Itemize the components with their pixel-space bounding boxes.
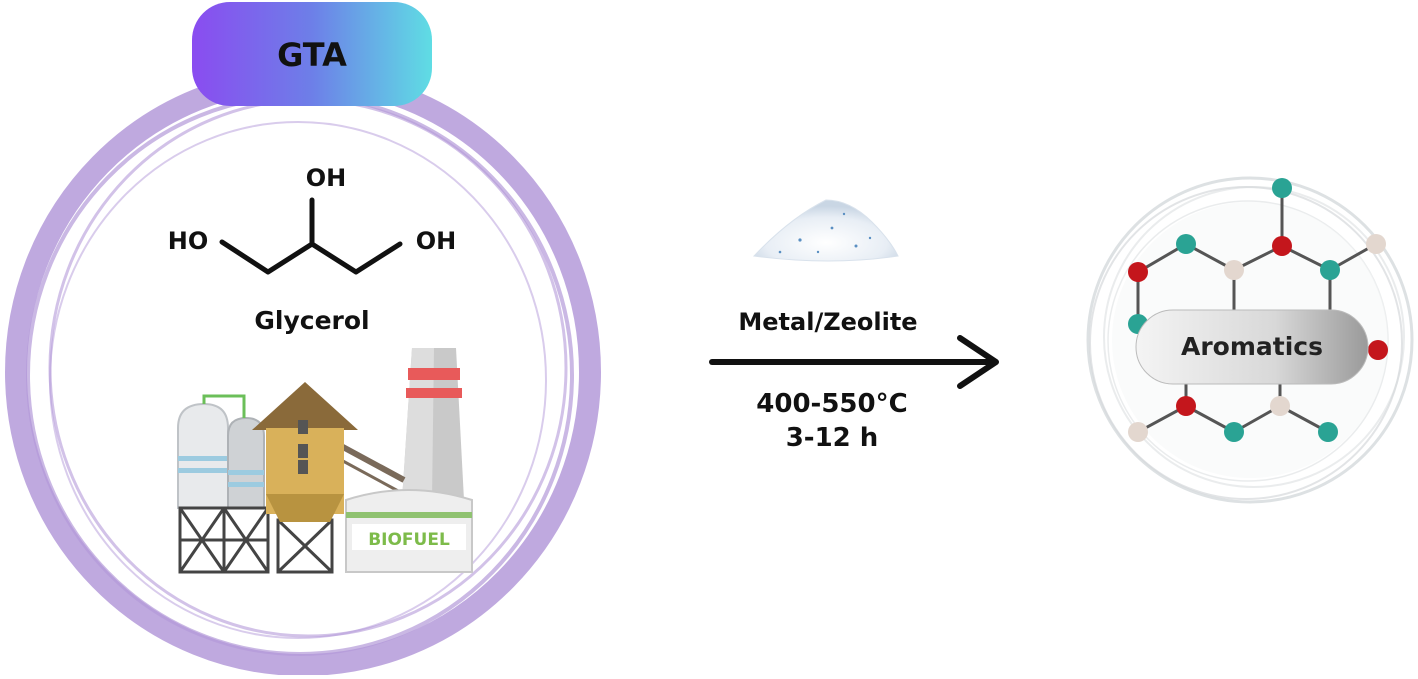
scaffold-icon <box>178 506 334 574</box>
reaction-arrow <box>709 335 999 389</box>
glycerol-group-right: OH <box>416 227 457 255</box>
biofuel-sign: BIOFUEL <box>368 530 450 550</box>
aromatics-ring <box>1086 176 1414 504</box>
gta-ring <box>5 68 601 676</box>
catalyst-label: Metal/Zeolite <box>738 308 917 336</box>
chimney-icon <box>402 348 464 500</box>
glycerol-group-top: OH <box>306 164 347 192</box>
biofuel-tank-icon: BIOFUEL <box>345 489 473 573</box>
silo-icon <box>177 394 265 509</box>
glycerol-bonds <box>219 239 403 275</box>
temperature-label: 400-550°C <box>756 389 907 419</box>
time-label: 3-12 h <box>786 423 879 453</box>
glycerol-structure: OH HO OH Glycerol <box>168 164 457 335</box>
glycerol-name: Glycerol <box>254 306 369 335</box>
aromatics-label: Aromatics <box>1181 332 1323 361</box>
atom-markers <box>1128 178 1388 442</box>
catalyst-powder-icon <box>752 199 899 262</box>
aromatics-pill: Aromatics <box>1135 309 1369 385</box>
gta-badge: GTA <box>192 2 432 106</box>
glycerol-group-left: HO <box>168 227 209 255</box>
gta-badge-label: GTA <box>277 36 347 74</box>
biofuel-plant-illustration: BIOFUEL <box>177 348 473 574</box>
storage-house-icon <box>252 382 358 522</box>
